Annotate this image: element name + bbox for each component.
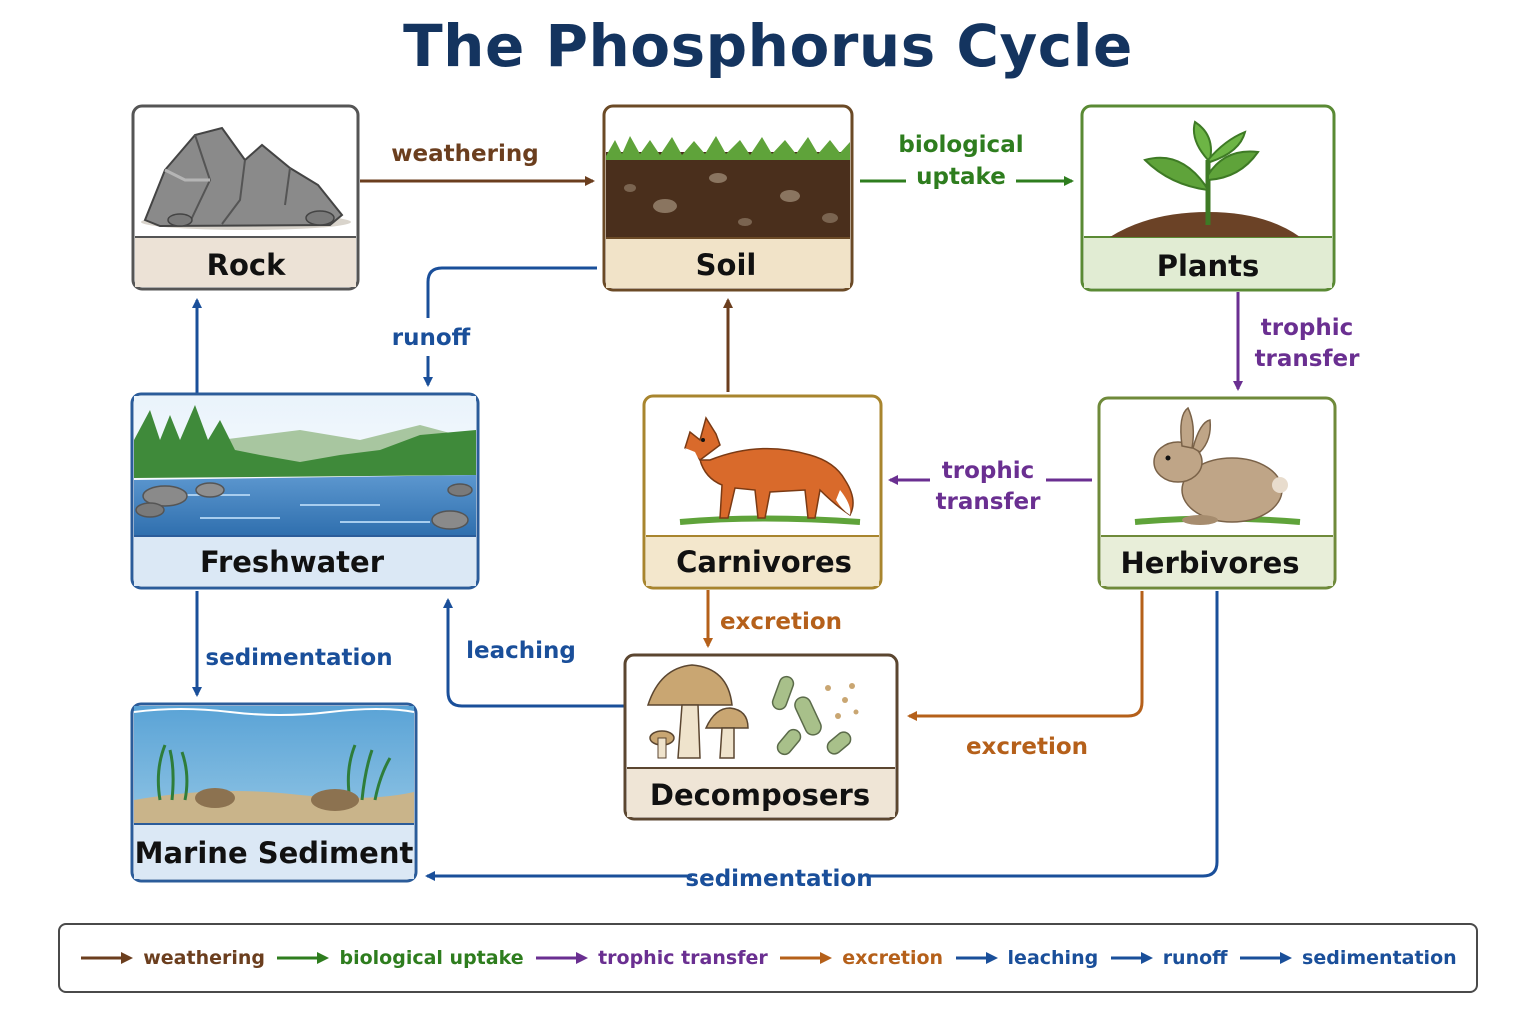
river-landscape-icon — [134, 396, 476, 536]
label-runoff: runoff — [392, 325, 471, 351]
legend-label: trophic transfer — [598, 947, 768, 969]
legend-item-excretion: excretion — [778, 947, 943, 969]
label-excretion-1: excretion — [720, 609, 842, 635]
seedling-icon — [1110, 120, 1300, 237]
arrow-runoff — [428, 266, 597, 385]
node-label-rock: Rock — [207, 248, 286, 282]
legend-item-sedimentation: sedimentation — [1238, 947, 1457, 969]
rock-pile-icon — [141, 126, 351, 230]
node-label-carnivores: Carnivores — [676, 545, 852, 579]
label-trophic-2: transfer — [1255, 346, 1361, 372]
legend-arrow-icon — [536, 952, 589, 964]
page-title: The Phosphorus Cycle — [403, 12, 1133, 80]
node-label-freshwater: Freshwater — [200, 545, 385, 579]
legend-item-trophic-transfer: trophic transfer — [534, 947, 768, 969]
legend-arrow-icon — [277, 952, 330, 964]
label-sedimentation-1: sedimentation — [205, 645, 392, 671]
arrow-sedimentation-herbivores — [427, 591, 1219, 876]
node-label-herbivores: Herbivores — [1121, 546, 1300, 580]
node-label-soil: Soil — [696, 248, 757, 282]
legend-label: biological uptake — [339, 947, 524, 969]
label-biological-uptake-2: uptake — [916, 164, 1006, 190]
node-herbivores: Herbivores — [1097, 396, 1337, 590]
legend-label: excretion — [842, 947, 944, 969]
node-label-marine-sediment: Marine Sediment — [135, 836, 414, 870]
soil-layer-icon — [606, 136, 850, 238]
seafloor-icon — [133, 706, 415, 824]
node-soil: Soil — [602, 104, 854, 292]
arrow-labels: weathering biological uptake trophic tra… — [205, 132, 1360, 892]
node-label-plants: Plants — [1157, 249, 1260, 283]
arrow-excretion-herbivores — [907, 591, 1144, 721]
legend-label: weathering — [143, 947, 265, 969]
legend-item-weathering: weathering — [79, 947, 265, 969]
label-excretion-2: excretion — [966, 734, 1088, 760]
node-carnivores: Carnivores — [642, 394, 883, 590]
legend-arrow-icon — [780, 952, 833, 964]
arrow-leaching — [443, 598, 624, 708]
legend-label: runoff — [1162, 947, 1228, 969]
label-weathering: weathering — [391, 141, 538, 167]
node-marine-sediment: Marine Sediment — [130, 702, 418, 883]
fox-icon — [679, 416, 861, 525]
node-plants: Plants — [1080, 104, 1336, 292]
legend: weathering biological uptake trophic tra… — [58, 923, 1478, 993]
label-trophic-1: trophic — [1261, 315, 1354, 341]
node-freshwater: Freshwater — [130, 392, 480, 590]
legend-item-runoff: runoff — [1109, 947, 1228, 969]
legend-arrow-icon — [81, 952, 134, 964]
label-trophic-3: trophic — [942, 458, 1035, 484]
label-sedimentation-2: sedimentation — [685, 866, 872, 892]
label-trophic-4: transfer — [936, 489, 1042, 515]
node-decomposers: Decomposers — [623, 653, 899, 821]
legend-label: leaching — [1007, 947, 1099, 969]
mushroom-bacteria-icon — [646, 664, 859, 759]
label-leaching: leaching — [466, 638, 576, 664]
node-label-decomposers: Decomposers — [650, 778, 870, 812]
node-rock: Rock — [131, 104, 360, 291]
legend-item-biological-uptake: biological uptake — [275, 947, 524, 969]
arrows — [192, 176, 1243, 876]
legend-arrow-icon — [955, 952, 998, 964]
legend-label: sedimentation — [1302, 947, 1457, 969]
legend-arrow-icon — [1240, 952, 1293, 964]
legend-item-leaching: leaching — [954, 947, 1099, 969]
label-biological-uptake-1: biological — [898, 132, 1023, 158]
rabbit-icon — [1134, 406, 1301, 525]
legend-arrow-icon — [1110, 952, 1153, 964]
